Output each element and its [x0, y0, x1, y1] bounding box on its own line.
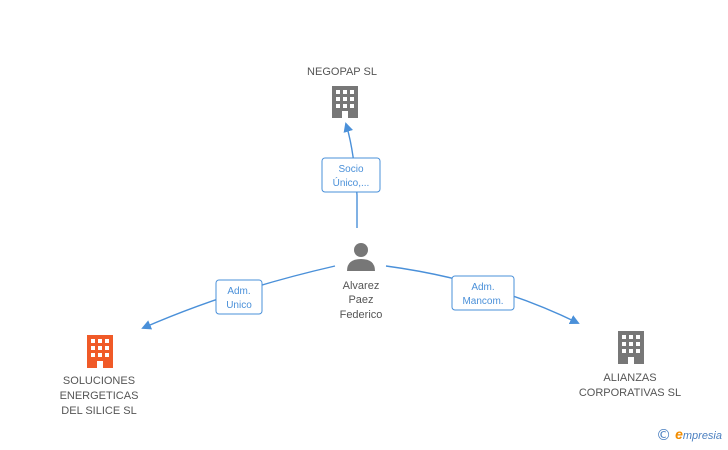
edge-label-line: Mancom. [462, 296, 503, 307]
edge-label-line: Único,... [333, 176, 370, 189]
brand-name: mpresia [682, 430, 722, 442]
node-negopap[interactable]: NEGOPAP SL [307, 66, 377, 118]
person-label-line: Federico [340, 309, 383, 321]
edge-label-line: Adm. [471, 282, 494, 293]
building-icon [87, 335, 113, 368]
edge-label-adm-mancom[interactable]: Adm. Mancom. [451, 275, 515, 311]
node-label-line: ALIANZAS [603, 372, 656, 384]
edge-label-adm-unico[interactable]: Adm. Unico [215, 279, 263, 315]
node-soluciones[interactable]: SOLUCIONES ENERGETICAS DEL SILICE SL [60, 335, 139, 417]
node-label: NEGOPAP SL [307, 66, 377, 78]
building-icon [618, 331, 644, 364]
node-person[interactable]: Alvarez Paez Federico [340, 243, 383, 321]
node-label-line: CORPORATIVAS SL [579, 387, 681, 399]
brand-initial: e [675, 426, 683, 442]
node-label-line: SOLUCIONES [63, 375, 135, 387]
edge-label-socio[interactable]: Socio Único,... [321, 157, 381, 193]
copyright-icon: © [656, 425, 672, 444]
person-label-line: Alvarez [343, 280, 380, 292]
person-icon [347, 243, 375, 271]
node-alianzas[interactable]: ALIANZAS CORPORATIVAS SL [579, 331, 681, 399]
node-label-line: ENERGETICAS [60, 390, 139, 402]
edge-label-line: Adm. [227, 286, 250, 297]
building-icon [332, 86, 358, 118]
footer-brand: © empresia [656, 426, 722, 444]
brand-logo: empresia [675, 426, 722, 444]
edge-label-line: Unico [226, 300, 252, 311]
person-label-line: Paez [348, 294, 373, 306]
node-label-line: DEL SILICE SL [61, 405, 136, 417]
edge-label-line: Socio [338, 164, 363, 175]
